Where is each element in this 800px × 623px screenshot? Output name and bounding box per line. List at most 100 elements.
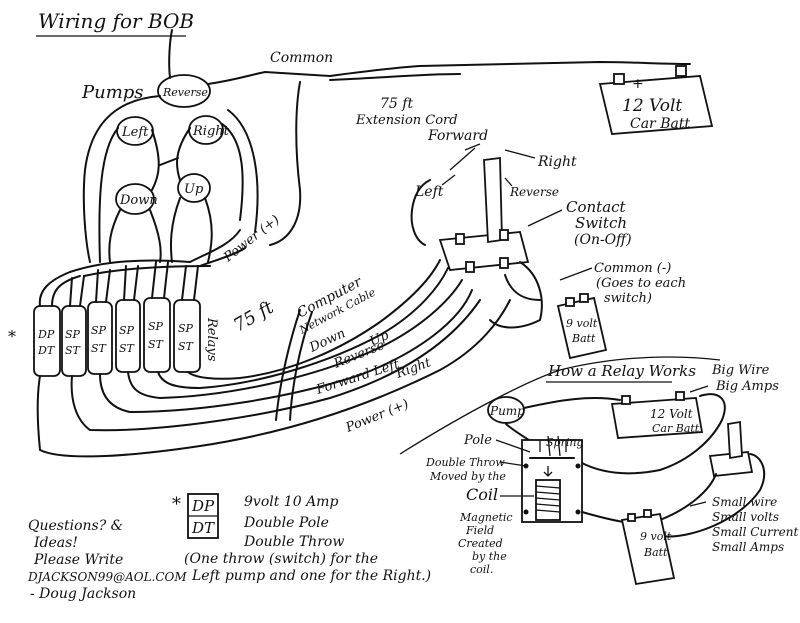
common-note-pointer: [559, 267, 593, 281]
pump-wire: [149, 209, 162, 263]
power-wire: [199, 247, 246, 267]
diagram-title: Wiring for BOB: [38, 9, 194, 33]
relay-demo-coil-winding: [535, 485, 561, 513]
relay-5-bottom: ST: [148, 338, 165, 351]
wire-right-label: Right: [393, 355, 434, 382]
contact-switch-line1: Contact: [566, 198, 627, 216]
wire-forward-left: [99, 289, 473, 413]
contact-info: Questions? & Ideas! Please Write DJACKSO…: [27, 518, 187, 602]
contact-switch-line2: Switch: [575, 214, 627, 232]
contact-terminal: [465, 261, 475, 273]
magnetic-line4: by the: [472, 550, 507, 563]
relay-3-top: SP: [91, 324, 107, 337]
extension-cord-label: Extension Cord: [355, 113, 458, 128]
battery-terminal: [643, 509, 652, 518]
pump-down: [115, 183, 155, 215]
contact-terminal: [455, 233, 465, 245]
relays-label: Relays: [204, 317, 219, 362]
relay-demo-contact: [523, 509, 529, 515]
pump-wire: [151, 129, 160, 191]
extension-cord-length: 75 ft: [380, 96, 413, 112]
legend-note-1: (One throw (switch) for the: [184, 551, 378, 567]
joystick-arrows: [441, 143, 536, 187]
relay-asterisk: *: [8, 327, 16, 346]
relay-5-top: SP: [148, 320, 164, 333]
pump-wire: [168, 29, 173, 79]
battery-terminal: [627, 513, 636, 522]
legend-amp: 9volt 10 Amp: [244, 494, 338, 510]
common-label: Common: [270, 50, 333, 66]
common-note-line2: (Goes to each: [596, 276, 686, 291]
relay-dpdt: [33, 305, 61, 377]
wire-joystick: [410, 179, 431, 246]
small-line1: Small wire: [712, 495, 777, 509]
pumps-group: Pumps Reverse Left Right Down Up: [81, 29, 331, 263]
pole-pointer: [495, 439, 531, 453]
relay-bank: * DP DT SP ST SP ST SP ST SP ST SP ST Re…: [8, 259, 219, 377]
joystick-group: Forward Right Left Reverse Contact Switc…: [414, 128, 632, 273]
section-divider: [399, 356, 721, 455]
magnetic-line1: Magnetic: [459, 511, 513, 524]
contact-terminal: [499, 229, 509, 241]
common-note-line1: Common (-): [594, 261, 671, 276]
legend-note-2: Left pump and one for the Right.): [191, 568, 431, 584]
battery-terminal: [613, 73, 625, 85]
pump-wire: [82, 95, 161, 263]
contact-line1: Questions? &: [28, 518, 123, 534]
pump-wire: [169, 197, 181, 263]
double-throw-line2: Moved by the: [429, 470, 506, 483]
battery-terminal: [621, 395, 631, 405]
small-line4: Small Amps: [712, 540, 784, 554]
relay-demo-contact: [575, 463, 581, 469]
joystick-right: Right: [537, 154, 577, 170]
legend: * DP DT 9volt 10 Amp Double Pole Double …: [172, 493, 431, 584]
big-wire-pointer: [689, 385, 709, 393]
legend-dp: DP: [191, 497, 215, 515]
how-relay-works: How a Relay Works Big Wire Big Amps Pump…: [399, 356, 798, 586]
network-cable-length: 75 ft: [230, 296, 278, 336]
battery-9v-top: 9 volt Batt: [556, 293, 608, 360]
legend-dt: DT: [191, 519, 215, 537]
small-switch-handle: [727, 420, 743, 460]
battery-12v: + 12 Volt Car Batt: [598, 65, 714, 135]
contact-switch-body: [438, 231, 530, 271]
battery-9v-line1: 9 volt: [566, 317, 598, 330]
relay-bus: [69, 259, 211, 277]
pump-reverse-label: Reverse: [162, 86, 208, 99]
relay-3-bottom: ST: [91, 342, 108, 355]
pump-wire: [98, 127, 119, 263]
battery-9v-line2: Batt: [571, 332, 596, 345]
spring-label: Spring: [546, 436, 583, 449]
battery-12v-body: [598, 75, 714, 135]
legend-double-pole: Double Pole: [243, 515, 329, 531]
wire-power: [36, 299, 511, 458]
extension-cord: [329, 73, 461, 81]
power-label-top: Power (+): [220, 213, 282, 266]
pump-wire: [176, 127, 191, 181]
relay-spst: [143, 297, 171, 373]
magnetic-line2: Field: [465, 524, 494, 537]
pump-down-label: Down: [119, 193, 158, 208]
wire-up: [157, 267, 449, 389]
relay-2-bottom: ST: [65, 344, 82, 357]
wire-down: [187, 259, 441, 380]
battery-12v-demo: [610, 397, 704, 439]
magnetic-line3: Created: [458, 537, 503, 550]
contact-line3: Please Write: [33, 552, 123, 568]
small-line3: Small Current: [712, 525, 798, 539]
extension-cord: [329, 61, 691, 77]
how-relay-title: How a Relay Works: [547, 362, 696, 380]
contact-line2: Ideas!: [33, 535, 78, 551]
contact-email: DJACKSON99@AOL.COM: [27, 570, 187, 584]
relay-6-bottom: ST: [178, 340, 195, 353]
contact-name: - Doug Jackson: [30, 586, 136, 602]
relay-demo-contact: [575, 509, 581, 515]
relay-4-bottom: ST: [119, 342, 136, 355]
wire-right: [70, 299, 481, 432]
relay-1-bottom: DT: [37, 344, 56, 357]
legend-asterisk: *: [172, 494, 181, 515]
battery-12v-line1: 12 Volt: [622, 96, 682, 116]
battery-12v-demo-line2: Car Batt: [652, 422, 700, 435]
pole-label: Pole: [463, 433, 492, 448]
